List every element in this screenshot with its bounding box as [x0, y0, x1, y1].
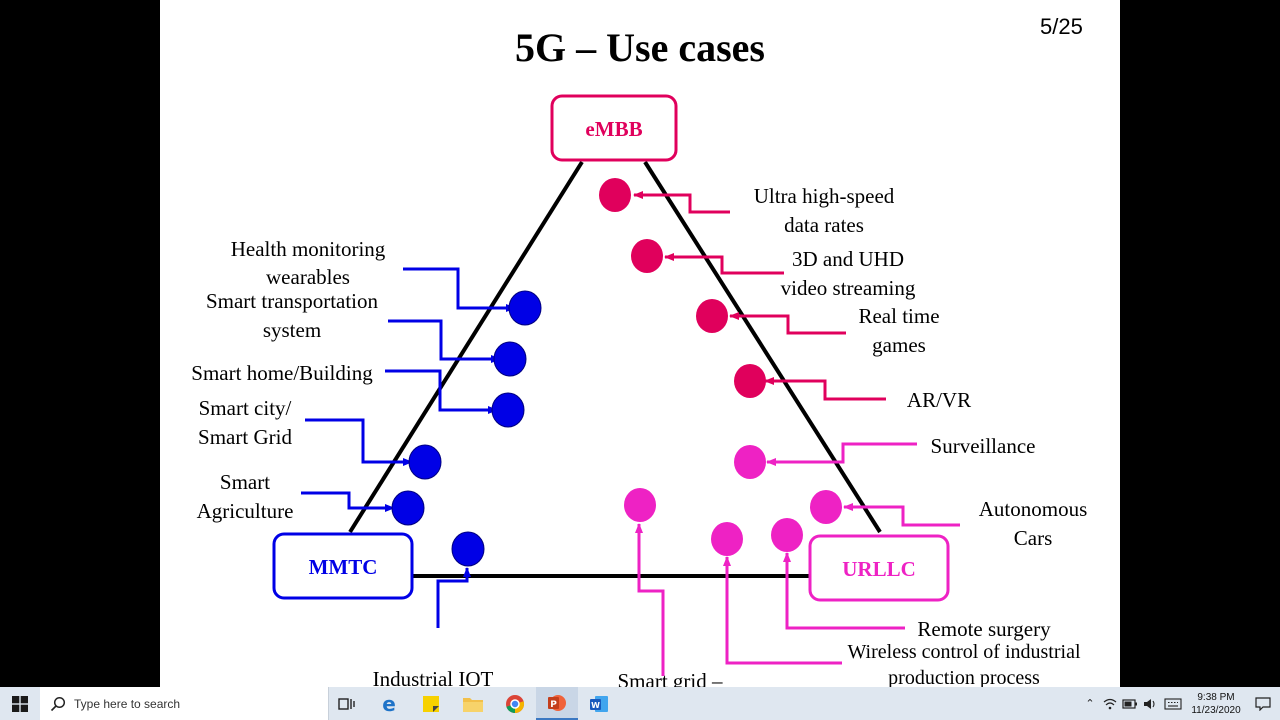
use-case-triangle-diagram: eMBB MMTC URLLC: [191, 94, 1088, 687]
label-3d-uhd-2: video streaming: [781, 276, 916, 300]
label-autonomous-cars-2: Cars: [1014, 526, 1053, 550]
urllc-corner-box: URLLC: [808, 534, 950, 602]
search-placeholder: Type here to search: [74, 696, 181, 711]
dot-ultra-high-speed: [599, 178, 631, 212]
dot-smart-grid: [624, 488, 656, 522]
word-icon: W: [590, 695, 608, 712]
dot-remote-surgery: [771, 518, 803, 552]
battery-icon: [1122, 698, 1137, 709]
clock-date: 11/23/2020: [1191, 704, 1241, 716]
task-view-icon: [338, 697, 355, 710]
embb-label: eMBB: [585, 117, 642, 141]
file-explorer-app-button[interactable]: [452, 687, 494, 720]
embb-corner-box: eMBB: [550, 94, 678, 162]
dot-real-time-games: [696, 299, 728, 333]
start-button[interactable]: [0, 687, 40, 720]
search-icon: [50, 696, 66, 711]
wifi-icon: [1103, 698, 1117, 709]
dot-ar-vr: [734, 364, 766, 398]
svg-text:e: e: [382, 693, 396, 715]
label-wireless-control-1: Wireless control of industrial: [847, 641, 1080, 663]
label-health-monitoring-2: wearables: [266, 265, 350, 289]
edge-browser-icon: e: [382, 693, 396, 715]
folder-icon: [463, 697, 483, 712]
label-smart-transportation-2: system: [263, 318, 321, 342]
triangle-edges: [348, 160, 882, 578]
mmtc-use-cases: [301, 267, 516, 628]
action-center-button[interactable]: [1246, 687, 1280, 720]
dot-health-monitoring: [508, 290, 542, 326]
page-number: 5/25: [1040, 14, 1083, 39]
speaker-icon: [1144, 698, 1155, 709]
clock-time: 9:38 PM: [1197, 691, 1235, 703]
chrome-app-button[interactable]: [494, 687, 536, 720]
system-tray: ⌃: [1080, 687, 1280, 720]
label-smart-home: Smart home/Building: [191, 361, 373, 385]
label-surveillance: Surveillance: [931, 434, 1036, 458]
volume-button[interactable]: [1140, 687, 1160, 720]
label-ultra-high-speed-1: Ultra high-speed: [754, 184, 895, 208]
dot-smart-transportation: [493, 341, 527, 377]
label-smart-city-1: Smart city/: [199, 396, 292, 420]
urllc-dots: [624, 445, 842, 556]
label-smart-grid: Smart grid –: [618, 669, 723, 687]
label-remote-surgery: Remote surgery: [917, 617, 1051, 641]
powerpoint-app-button[interactable]: P: [536, 687, 578, 720]
label-health-monitoring-1: Health monitoring: [231, 237, 386, 261]
urllc-label: URLLC: [842, 557, 916, 581]
word-app-button[interactable]: W: [578, 687, 620, 720]
keyboard-icon: [1164, 697, 1182, 710]
svg-text:W: W: [591, 701, 600, 710]
powerpoint-icon: P: [548, 694, 566, 711]
chrome-icon: [506, 694, 525, 713]
slide-title: 5G – Use cases: [515, 25, 765, 70]
dot-smart-home: [491, 392, 525, 428]
left-labels: Health monitoring wearables Smart transp…: [191, 237, 385, 523]
presentation-slide: 5/25 5G – Use cases eMBB MMTC: [160, 0, 1120, 687]
urllc-use-cases: [635, 442, 960, 676]
battery-button[interactable]: [1120, 687, 1140, 720]
dot-industrial-iot: [451, 531, 485, 567]
mmtc-label: MMTC: [309, 555, 378, 579]
taskbar-search-box[interactable]: Type here to search: [40, 687, 329, 720]
dot-smart-agriculture: [391, 490, 425, 526]
mmtc-corner-box: MMTC: [272, 532, 414, 600]
wifi-button[interactable]: [1100, 687, 1120, 720]
chevron-up-icon: ⌃: [1085, 698, 1095, 710]
dot-3d-uhd: [631, 239, 663, 273]
label-real-time-games-2: games: [872, 333, 926, 357]
embb-use-cases: [633, 191, 886, 401]
embb-dots: [599, 178, 766, 398]
right-labels: Ultra high-speed data rates 3D and UHD v…: [754, 184, 1088, 550]
label-smart-agriculture-1: Smart: [220, 470, 270, 494]
label-wireless-control-2: production process: [888, 667, 1040, 687]
label-3d-uhd-1: 3D and UHD: [792, 247, 904, 271]
svg-text:P: P: [550, 700, 557, 710]
windows-logo-icon: [12, 695, 28, 712]
label-ar-vr: AR/VR: [907, 388, 971, 412]
label-autonomous-cars-1: Autonomous: [979, 497, 1088, 521]
bottom-labels: Industrial IOT Smart grid – Remote surge…: [373, 617, 1081, 687]
task-view-button[interactable]: [326, 687, 368, 720]
label-ultra-high-speed-2: data rates: [784, 213, 864, 237]
dot-wireless-control: [711, 522, 743, 556]
touch-keyboard-button[interactable]: [1160, 687, 1186, 720]
sticky-notes-icon: [423, 695, 439, 712]
label-smart-city-2: Smart Grid: [198, 425, 292, 449]
label-industrial-iot: Industrial IOT: [373, 667, 494, 687]
edge-app-button[interactable]: e: [368, 687, 410, 720]
label-real-time-games-1: Real time: [858, 304, 939, 328]
dot-smart-city: [408, 444, 442, 480]
taskbar-clock[interactable]: 9:38 PM 11/23/2020: [1186, 691, 1246, 717]
label-smart-transportation-1: Smart transportation: [206, 289, 379, 313]
mmtc-dots: [391, 290, 542, 567]
notification-icon: [1255, 696, 1271, 711]
show-hidden-icons-button[interactable]: ⌃: [1080, 687, 1100, 720]
dot-autonomous-cars: [810, 490, 842, 524]
sticky-notes-app-button[interactable]: [410, 687, 452, 720]
taskbar: Type here to search e: [0, 687, 1280, 720]
dot-surveillance: [734, 445, 766, 479]
label-smart-agriculture-2: Agriculture: [197, 499, 294, 523]
